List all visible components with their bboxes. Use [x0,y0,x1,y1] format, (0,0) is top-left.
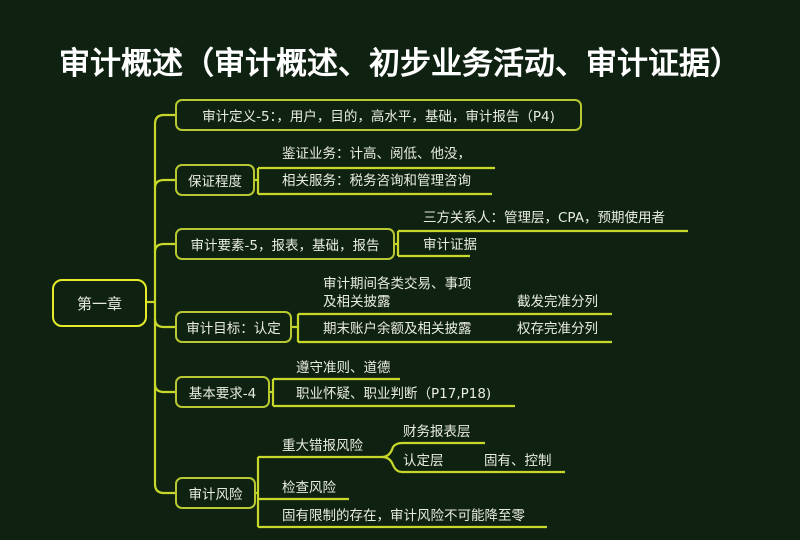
leaf-comply-standards[interactable]: 遵守准则、道德 [296,360,391,376]
leaf-material-misstatement-risk[interactable]: 重大错报风险 [282,438,363,454]
node-audit-objectives[interactable]: 审计目标：认定 [175,311,292,343]
leaf-detection-risk[interactable]: 检查风险 [282,480,336,496]
leaf-three-parties[interactable]: 三方关系人：管理层，CPA，预期使用者 [423,210,665,226]
leaf-fs-level[interactable]: 财务报表层 [403,424,471,440]
leaf-transactions-line1[interactable]: 审计期间各类交易、事项 [323,276,472,292]
leaf-balances-assertions[interactable]: 权存完准分列 [517,321,598,337]
leaf-assertion-level[interactable]: 认定层 [403,453,444,469]
leaf-inherent-limitations[interactable]: 固有限制的存在，审计风险不可能降至零 [282,508,525,524]
leaf-audit-evidence[interactable]: 审计证据 [423,237,477,253]
node-label: 审计风险 [188,487,243,503]
root-node[interactable]: 第一章 [52,279,147,327]
leaf-professional-skepticism[interactable]: 职业怀疑、职业判断（P17,P18) [296,386,492,402]
node-label: 审计定义-5：，用户，目的，高水平，基础，审计报告（P4) [202,109,555,125]
node-label: 保证程度 [188,174,242,190]
leaf-inherent-control[interactable]: 固有、控制 [484,453,552,469]
node-label: 基本要求-4 [188,386,257,402]
root-node-label: 第一章 [76,294,122,313]
leaf-transactions-line2[interactable]: 及相关披露 [323,294,391,310]
leaf-assurance-engagement[interactable]: 鉴证业务：计高、阅低、他没， [282,146,471,162]
leaf-balances[interactable]: 期末账户余额及相关披露 [323,321,472,337]
node-audit-elements[interactable]: 审计要素-5，报表，基础，报告 [175,228,395,260]
node-audit-definition[interactable]: 审计定义-5：，用户，目的，高水平，基础，审计报告（P4) [175,99,582,131]
page-title: 审计概述（审计概述、初步业务活动、审计证据） [59,46,741,82]
leaf-related-services[interactable]: 相关服务：税务咨询和管理咨询 [282,173,471,189]
node-label: 审计要素-5，报表，基础，报告 [190,238,380,254]
node-label: 审计目标：认定 [186,321,281,337]
node-audit-risk[interactable]: 审计风险 [175,477,256,509]
leaf-transactions-assertions[interactable]: 截发完准分列 [517,294,598,310]
node-basic-requirements[interactable]: 基本要求-4 [175,376,270,408]
node-assurance-level[interactable]: 保证程度 [175,164,255,196]
